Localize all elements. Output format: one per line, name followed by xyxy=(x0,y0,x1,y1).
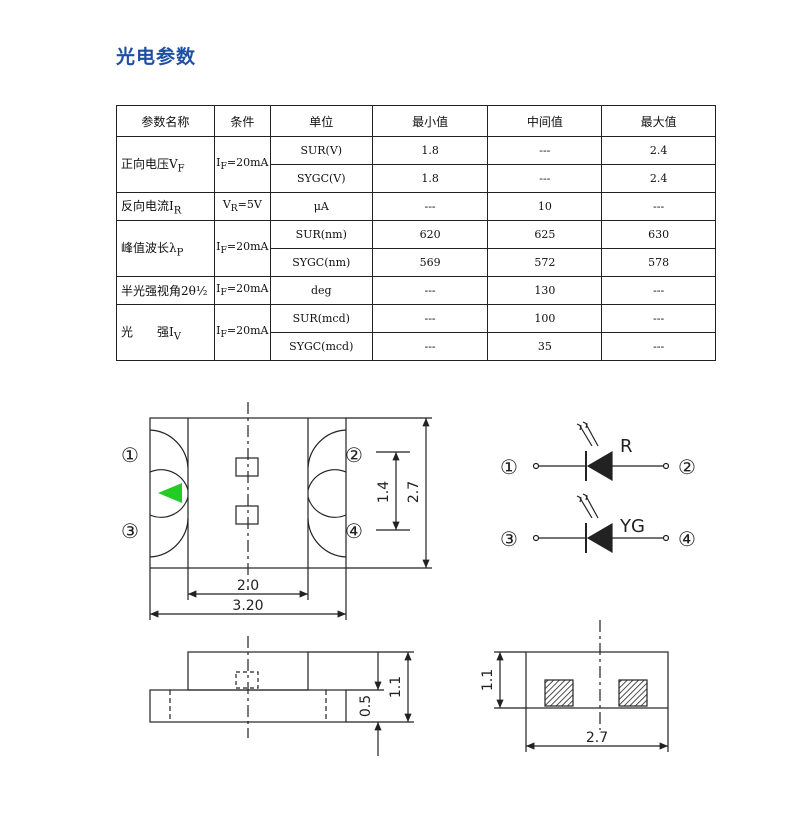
condition-symbol: I xyxy=(216,282,221,296)
dim-pad-height: 1.4 xyxy=(376,481,392,503)
unit-cell: μA xyxy=(269,192,373,221)
condition-subscript: F xyxy=(220,329,227,341)
typ-cell: 35 xyxy=(487,332,603,361)
condition-cell: IF=20mA xyxy=(213,220,271,277)
param-name: 峰值波长λ xyxy=(121,240,177,255)
unit-cell: SUR(V) xyxy=(269,136,373,165)
dim-total-height: 2.7 xyxy=(406,481,422,503)
end-view xyxy=(494,620,669,752)
min-cell: 1.8 xyxy=(371,164,489,193)
schem-pin-1: ① xyxy=(500,455,518,479)
condition-subscript: F xyxy=(220,161,227,173)
condition-value: =20mA xyxy=(226,156,269,170)
param-subscript: F xyxy=(177,163,185,175)
col-header: 最小值 xyxy=(371,105,489,137)
schem-pin-4: ④ xyxy=(678,527,696,551)
condition-subscript: F xyxy=(220,287,227,299)
param-cell: 正向电压VF xyxy=(116,136,215,193)
pin-1-label: ① xyxy=(121,443,139,467)
side-view xyxy=(149,636,414,756)
pin-3-label: ③ xyxy=(121,519,139,543)
schematic xyxy=(532,421,670,554)
condition-value: =20mA xyxy=(226,324,269,338)
param-name: 反向电流I xyxy=(121,198,174,213)
schem-label-yg: YG xyxy=(619,516,645,537)
col-header: 单位 xyxy=(269,105,373,137)
page-heading: 光电参数 xyxy=(116,46,197,68)
condition-value: =5V xyxy=(237,198,262,212)
dim-end-height: 1.1 xyxy=(480,669,496,691)
condition-subscript: F xyxy=(220,245,227,257)
polarity-indicator-icon xyxy=(158,483,182,503)
condition-symbol: I xyxy=(216,156,221,170)
param-cell: 反向电流IR xyxy=(116,192,215,221)
param-name: 正向电压V xyxy=(121,156,178,171)
dim-side-base: 0.5 xyxy=(358,695,374,717)
dim-end-width: 2.7 xyxy=(586,730,608,746)
schem-pin-3: ③ xyxy=(500,527,518,551)
condition-value: =20mA xyxy=(226,282,269,296)
col-header: 参数名称 xyxy=(116,105,215,137)
max-cell: --- xyxy=(601,332,716,361)
typ-cell: 625 xyxy=(487,220,603,249)
min-cell: --- xyxy=(371,304,489,333)
param-subscript: R xyxy=(173,205,182,217)
dim-side-total: 1.1 xyxy=(388,676,404,698)
unit-cell: SYGC(mcd) xyxy=(269,332,373,361)
condition-symbol: I xyxy=(216,240,221,254)
param-subscript: P xyxy=(176,247,184,259)
typ-cell: --- xyxy=(487,136,603,165)
condition-symbol: I xyxy=(216,324,221,338)
condition-subscript: R xyxy=(230,203,238,215)
pin-4-label: ④ xyxy=(345,519,363,543)
col-header: 条件 xyxy=(213,105,271,137)
unit-cell: SUR(nm) xyxy=(269,220,373,249)
typ-cell: 10 xyxy=(487,192,603,221)
condition-cell: IF=20mA xyxy=(213,276,271,305)
param-cell: 峰值波长λP xyxy=(116,220,215,277)
table-row: SYGC(mcd)---35--- xyxy=(117,332,716,361)
condition-value: =20mA xyxy=(226,240,269,254)
condition-symbol: V xyxy=(222,198,231,212)
pin-2-label: ② xyxy=(345,443,363,467)
top-view xyxy=(149,402,432,620)
param-name: 光 强I xyxy=(121,324,174,339)
unit-cell: SYGC(V) xyxy=(269,164,373,193)
param-name: 半光强视角2θ½ xyxy=(121,284,208,298)
param-subscript: V xyxy=(173,331,181,343)
table-row: SYGC(V)1.8---2.4 xyxy=(117,164,716,193)
dim-outer-width: 3.20 xyxy=(232,598,263,614)
min-cell: 620 xyxy=(371,220,489,249)
min-cell: --- xyxy=(371,332,489,361)
schem-pin-2: ② xyxy=(678,455,696,479)
condition-cell: IF=20mA xyxy=(213,304,271,361)
min-cell: --- xyxy=(371,276,489,305)
typ-cell: --- xyxy=(487,164,603,193)
dim-inner-width: 2.0 xyxy=(237,578,259,594)
schem-label-r: R xyxy=(620,436,633,457)
